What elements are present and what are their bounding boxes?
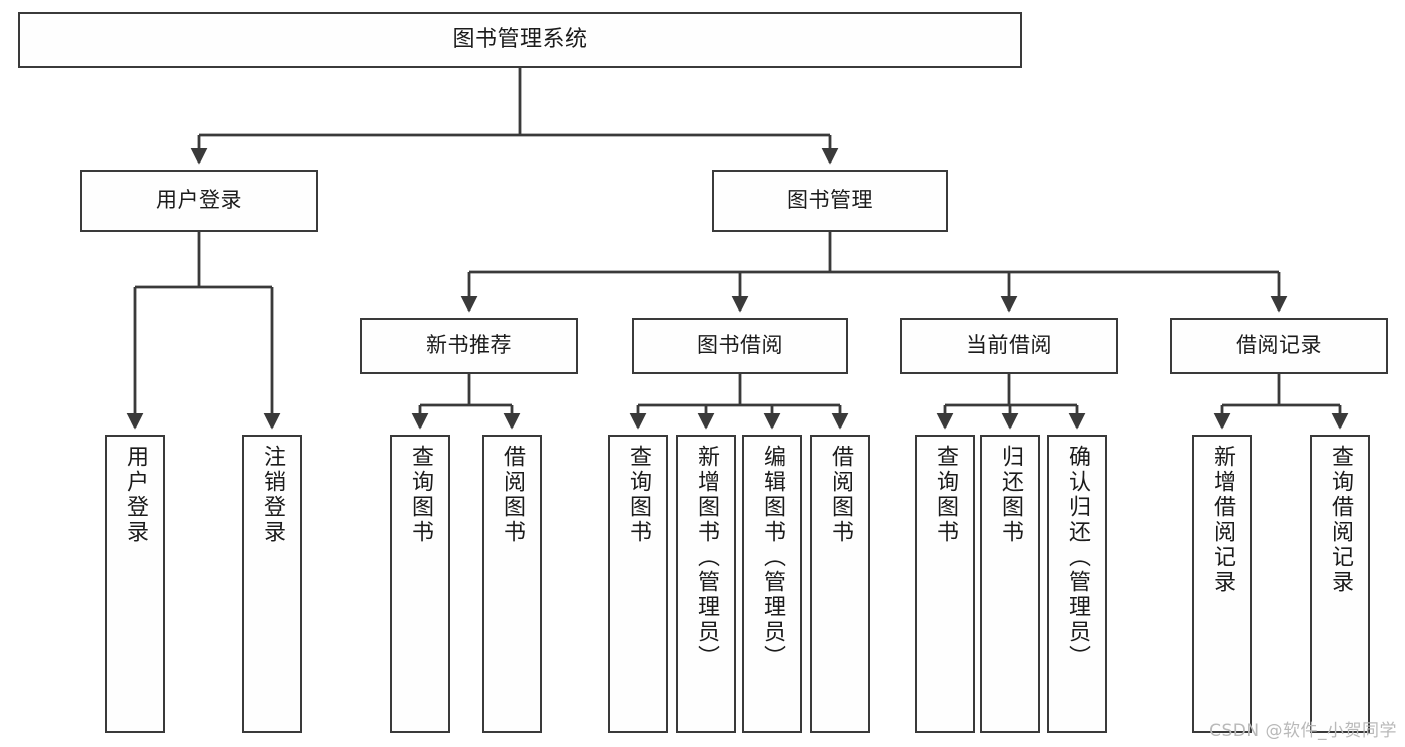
- node-leaf-add-book[interactable]: 新增图书（管理员）: [676, 435, 736, 733]
- node-leaf-query-book-2[interactable]: 查询图书: [608, 435, 668, 733]
- node-leaf-edit-book[interactable]: 编辑图书（管理员）: [742, 435, 802, 733]
- node-leaf-borrow-book-2[interactable]: 借阅图书: [810, 435, 870, 733]
- node-book-manage[interactable]: 图书管理: [712, 170, 948, 232]
- node-book-borrow[interactable]: 图书借阅: [632, 318, 848, 374]
- node-root-label: 图书管理系统: [452, 28, 587, 53]
- node-leaf-logout-label: 注销登录: [261, 445, 283, 545]
- node-new-book-rec[interactable]: 新书推荐: [360, 318, 578, 374]
- edges-current-borrow-to-leaves: [945, 374, 1077, 428]
- node-leaf-add-book-label: 新增图书（管理员）: [695, 445, 717, 670]
- edges-borrow-record-to-leaves: [1222, 374, 1340, 428]
- node-root[interactable]: 图书管理系统: [18, 12, 1022, 68]
- node-leaf-query-book-1[interactable]: 查询图书: [390, 435, 450, 733]
- node-user-login[interactable]: 用户登录: [80, 170, 318, 232]
- node-leaf-edit-book-label: 编辑图书（管理员）: [761, 445, 783, 670]
- node-borrow-record[interactable]: 借阅记录: [1170, 318, 1388, 374]
- node-leaf-confirm-return-label: 确认归还（管理员）: [1066, 445, 1088, 670]
- node-leaf-add-record[interactable]: 新增借阅记录: [1192, 435, 1252, 733]
- node-leaf-user-login-label: 用户登录: [124, 445, 146, 545]
- node-leaf-query-book-1-label: 查询图书: [409, 445, 431, 545]
- watermark: CSDN @软件_小贺同学: [1209, 716, 1397, 741]
- node-leaf-borrow-book-2-label: 借阅图书: [829, 445, 851, 545]
- node-borrow-record-label: 借阅记录: [1236, 334, 1322, 358]
- node-current-borrow[interactable]: 当前借阅: [900, 318, 1118, 374]
- node-leaf-query-book-3[interactable]: 查询图书: [915, 435, 975, 733]
- edges-root-to-level1: [199, 68, 830, 163]
- edges-user-login-to-leaves: [135, 232, 272, 428]
- node-leaf-confirm-return[interactable]: 确认归还（管理员）: [1047, 435, 1107, 733]
- edges-book-manage-to-level2: [469, 232, 1279, 311]
- node-leaf-query-book-3-label: 查询图书: [934, 445, 956, 545]
- node-book-borrow-label: 图书借阅: [697, 334, 783, 358]
- node-leaf-return-book-label: 归还图书: [999, 445, 1021, 545]
- edges-new-book-rec-to-leaves: [420, 374, 512, 428]
- node-leaf-user-login[interactable]: 用户登录: [105, 435, 165, 733]
- node-book-manage-label: 图书管理: [787, 189, 873, 213]
- node-user-login-label: 用户登录: [156, 189, 242, 213]
- node-leaf-borrow-book-1-label: 借阅图书: [501, 445, 523, 545]
- node-leaf-query-record-label: 查询借阅记录: [1329, 445, 1351, 595]
- node-leaf-logout[interactable]: 注销登录: [242, 435, 302, 733]
- node-leaf-query-record[interactable]: 查询借阅记录: [1310, 435, 1370, 733]
- edges-book-borrow-to-leaves: [638, 374, 840, 428]
- node-leaf-query-book-2-label: 查询图书: [627, 445, 649, 545]
- node-new-book-rec-label: 新书推荐: [426, 334, 512, 358]
- node-leaf-return-book[interactable]: 归还图书: [980, 435, 1040, 733]
- node-current-borrow-label: 当前借阅: [966, 334, 1052, 358]
- node-leaf-borrow-book-1[interactable]: 借阅图书: [482, 435, 542, 733]
- node-leaf-add-record-label: 新增借阅记录: [1211, 445, 1233, 595]
